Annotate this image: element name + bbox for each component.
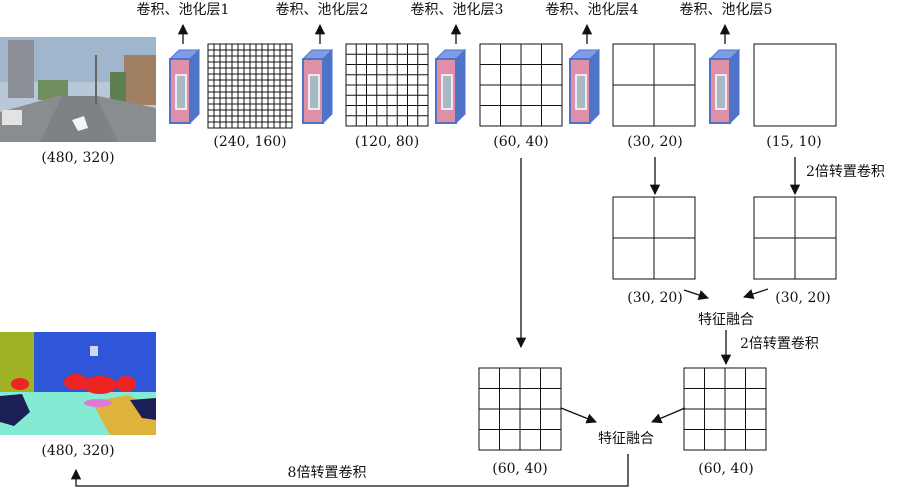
output-segmentation: [0, 332, 156, 435]
block-side-face: [589, 48, 600, 125]
grid-border: [753, 43, 837, 127]
map-60x40-left: [478, 367, 562, 451]
conv-pool-block-5: [708, 48, 741, 125]
feature-map-2: [345, 43, 429, 127]
output-size-label: (480, 320): [41, 443, 114, 459]
conv-pool-block-2: [301, 48, 334, 125]
block-side-face: [729, 48, 740, 125]
arrow-fuse1-right: [743, 288, 769, 299]
fuse2-right-size-label: (60, 40): [698, 461, 753, 477]
upsampled-map-30x20-right: [753, 196, 837, 280]
upsample-2x-label-a: 2倍转置卷积: [806, 164, 885, 180]
layer-label-1: 卷积、池化层1: [137, 2, 230, 18]
block-side-face: [455, 48, 466, 125]
layer-label-3: 卷积、池化层3: [411, 2, 504, 18]
feature-map-4: [612, 43, 696, 127]
block-inner-panel: [575, 74, 587, 110]
fm4-size-label: (30, 20): [627, 134, 682, 150]
upsample-8x-label: 8倍转置卷积: [288, 465, 367, 481]
block-inner-panel: [441, 74, 453, 110]
arrow-upsample-8x: [70, 454, 629, 487]
arrow-fuse1-left: [683, 289, 709, 300]
fm5-size-label: (15, 10): [766, 134, 821, 150]
arrow-fuse2-left: [560, 407, 597, 424]
upsample-2x-label-b: 2倍转置卷积: [740, 336, 819, 352]
block-side-face: [189, 48, 200, 125]
fusion-label-a: 特征融合: [698, 312, 754, 328]
conv-pool-block-3: [434, 48, 467, 125]
input-size-label: (480, 320): [41, 150, 114, 166]
layer-label-4: 卷积、池化层4: [546, 2, 639, 18]
conv-pool-block-4: [568, 48, 601, 125]
fuse1-left-size-label: (30, 20): [627, 290, 682, 306]
conv-pool-block-1: [168, 48, 201, 125]
input-image: [0, 37, 156, 142]
fm3-size-label: (60, 40): [493, 134, 548, 150]
layer-label-2: 卷积、池化层2: [276, 2, 369, 18]
block-inner-panel: [308, 74, 320, 110]
block-inner-panel: [175, 74, 187, 110]
layer-label-5: 卷积、池化层5: [680, 2, 773, 18]
fm2-size-label: (120, 80): [355, 134, 419, 150]
fuse1-right-size-label: (30, 20): [775, 290, 830, 306]
feature-map-5: [753, 43, 837, 127]
feature-map-3: [479, 43, 563, 127]
block-side-face: [322, 48, 333, 125]
block-inner-panel: [715, 74, 727, 110]
fuse2-left-size-label: (60, 40): [492, 461, 547, 477]
fm1-size-label: (240, 160): [213, 134, 286, 150]
feature-map-1: [207, 43, 293, 129]
map-60x40-right: [683, 367, 767, 451]
fusion-label-b: 特征融合: [598, 431, 654, 447]
upsampled-map-30x20-left: [612, 196, 696, 280]
arrow-fuse2-right: [651, 407, 686, 424]
